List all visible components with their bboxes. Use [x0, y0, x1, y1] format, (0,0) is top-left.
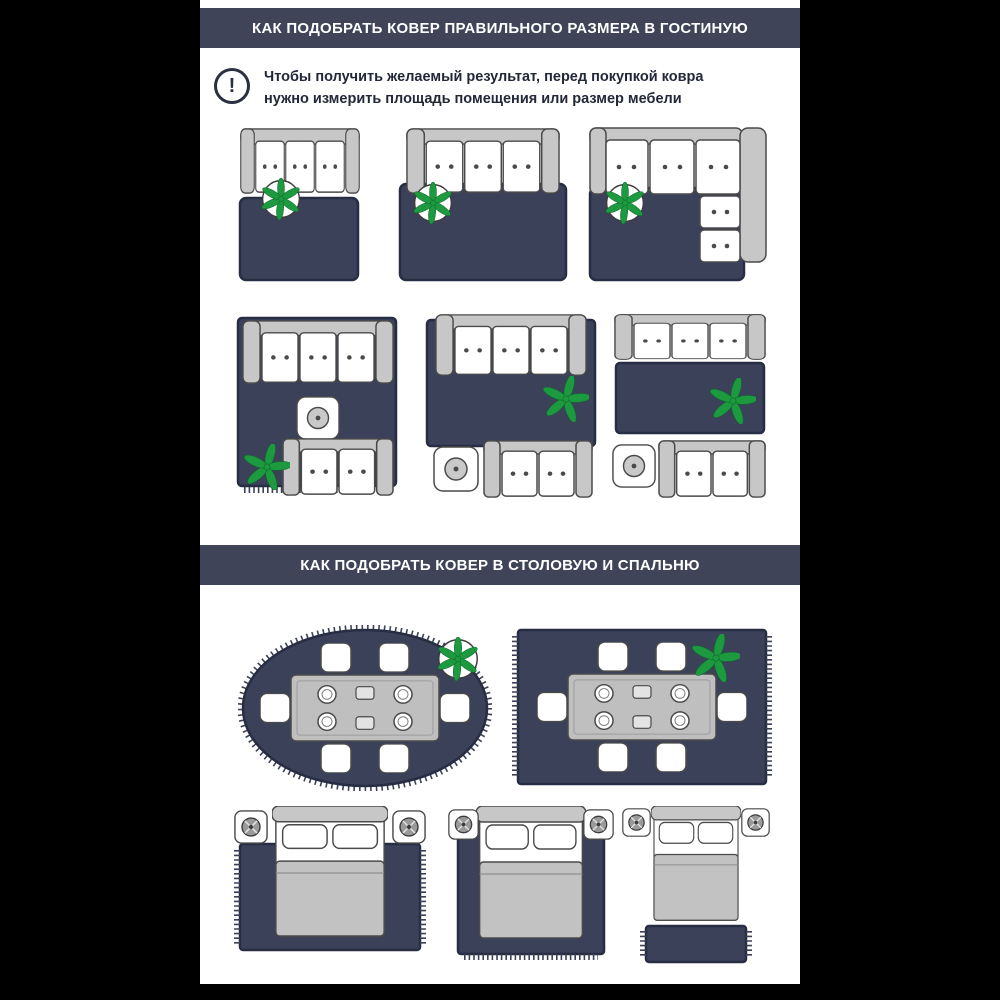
- section-title: КАК ПОДОБРАТЬ КОВЕР В СТОЛОВУЮ И СПАЛЬНЮ: [300, 556, 700, 574]
- diagram-rectangular-rug-dining-set: [512, 628, 772, 786]
- diagram-two-sofas-coffee-table-large-rug: [236, 316, 398, 496]
- diagram-sofa-front-legs-on-rug: [398, 128, 568, 282]
- diagram-sofa-with-rug-in-front: [238, 128, 360, 282]
- content-panel: КАК ПОДОБРАТЬ КОВЕР ПРАВИЛЬНОГО РАЗМЕРА …: [200, 0, 800, 984]
- diagram-seating-group-medium-rug: [425, 314, 597, 498]
- bed-icon: [476, 806, 586, 939]
- rug: [614, 361, 766, 435]
- loveseat-icon: [658, 440, 766, 498]
- corner-sofa-icon: [589, 127, 767, 263]
- sofa-icon: [406, 128, 560, 194]
- nightstand-lamp-icon: [622, 808, 651, 837]
- rug: [644, 924, 748, 964]
- nightstand-lamp-icon: [392, 810, 426, 844]
- side-table-icon: [433, 446, 479, 492]
- diagram-small-rug-at-bed-foot: [622, 806, 770, 964]
- rug-fringe: [238, 625, 492, 791]
- bed-icon: [272, 806, 388, 937]
- exclamation-icon: !: [214, 68, 250, 104]
- nightstand-lamp-icon: [583, 809, 614, 840]
- loveseat-icon: [483, 440, 593, 498]
- sofa-icon: [435, 314, 587, 376]
- side-table-icon: [612, 444, 656, 488]
- nightstand-lamp-icon: [448, 809, 479, 840]
- sofa-icon: [242, 320, 394, 384]
- sofa-icon: [614, 314, 766, 360]
- section-title: КАК ПОДОБРАТЬ КОВЕР ПРАВИЛЬНОГО РАЗМЕРА …: [252, 19, 748, 37]
- diagram-corner-sofa-on-rug: [588, 127, 767, 282]
- note-line-2: нужно измерить площадь помещения или раз…: [264, 91, 682, 107]
- diagram-rug-under-bed: [448, 806, 614, 960]
- dining-bedroom-section-header: КАК ПОДОБРАТЬ КОВЕР В СТОЛОВУЮ И СПАЛЬНЮ: [200, 545, 800, 585]
- sofa-icon: [240, 128, 360, 194]
- nightstand-lamp-icon: [741, 808, 770, 837]
- diagram-seating-group-small-rug: [612, 314, 766, 498]
- bed-icon: [651, 806, 741, 921]
- coffee-table-icon: [296, 396, 340, 440]
- measurement-note: ! Чтобы получить желаемый результат, пер…: [214, 66, 703, 110]
- note-line-1: Чтобы получить желаемый результат, перед…: [264, 69, 704, 85]
- rug: [238, 196, 360, 282]
- measurement-note-text: Чтобы получить желаемый результат, перед…: [264, 66, 703, 110]
- diagram-oval-rug-dining-set: [238, 625, 492, 791]
- nightstand-lamp-icon: [234, 810, 268, 844]
- living-room-section-header: КАК ПОДОБРАТЬ КОВЕР ПРАВИЛЬНОГО РАЗМЕРА …: [200, 8, 800, 48]
- diagram-wide-rug-under-bed: [234, 806, 426, 952]
